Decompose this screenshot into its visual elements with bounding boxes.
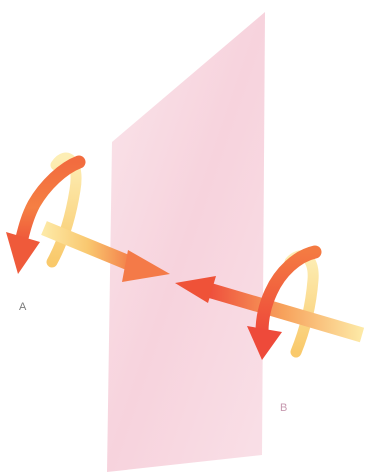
plane xyxy=(107,12,265,472)
label-b: B xyxy=(280,402,287,414)
curl-a-head xyxy=(6,232,40,274)
label-a: A xyxy=(19,301,26,313)
